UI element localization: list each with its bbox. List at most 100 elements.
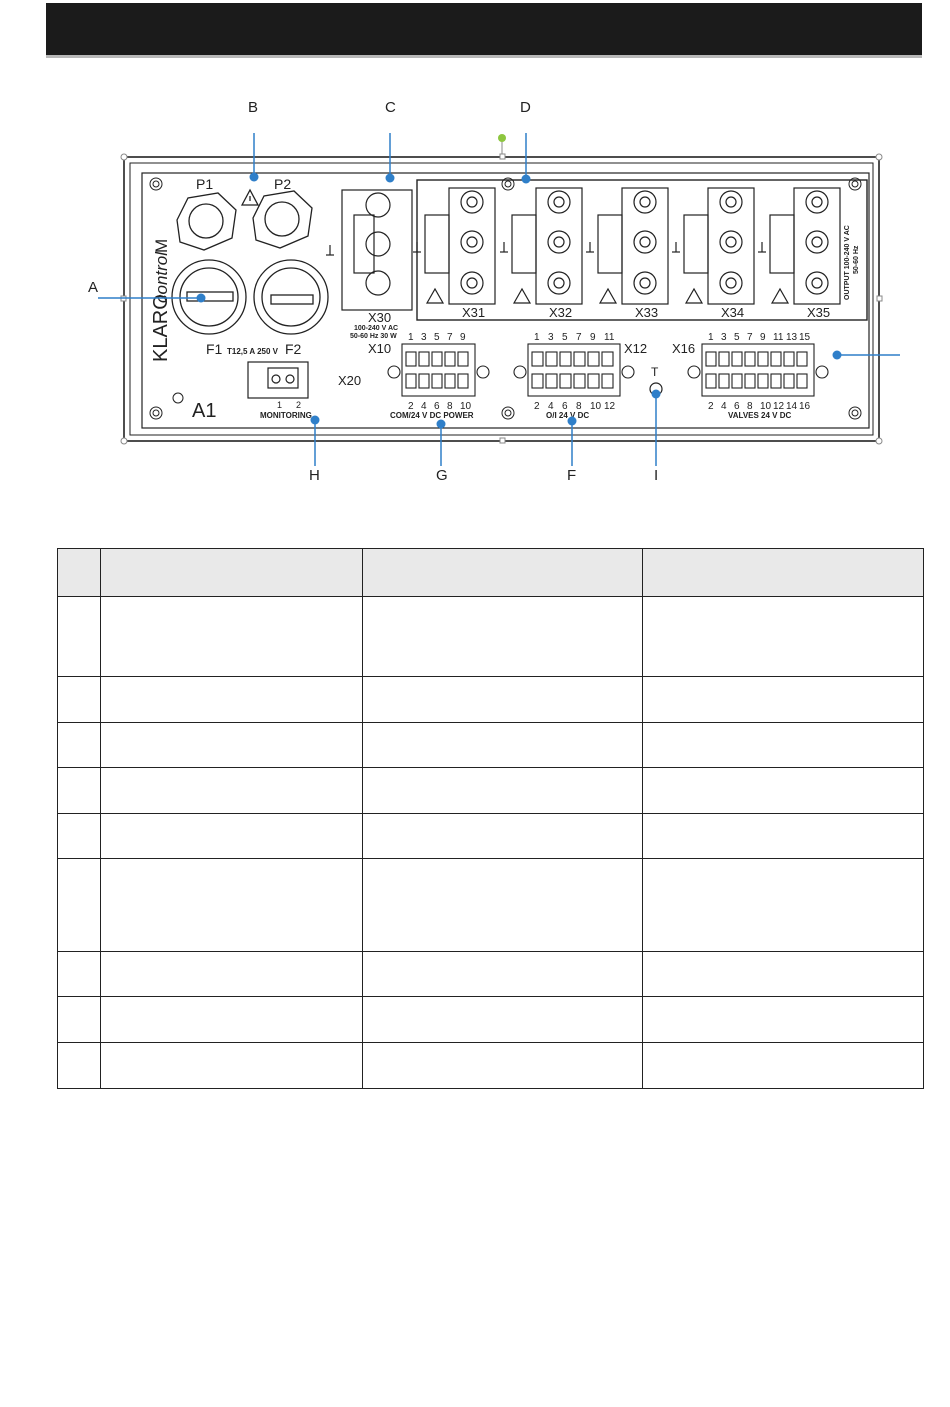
x20-pin-1: 1 <box>277 400 282 410</box>
table-cell <box>100 813 363 859</box>
x12-pin-slot-bottom <box>559 373 572 389</box>
cable-glands <box>176 188 313 251</box>
table-row <box>57 722 924 768</box>
table-cell <box>57 858 101 952</box>
handle-bl <box>120 437 128 445</box>
x16-pin-slot-top <box>718 351 730 367</box>
output-screw-inner <box>725 236 737 248</box>
table-row <box>57 813 924 859</box>
x12-pin-top-label: 3 <box>548 332 554 343</box>
x12-pin-top-label: 11 <box>604 332 615 343</box>
x12-mount-right <box>621 365 635 379</box>
control-panel-diagram: KLARO control M A1 P1 P2 F1 T12,5 A 250 … <box>88 99 900 484</box>
callout-label: C <box>385 99 396 116</box>
table-cell <box>57 813 101 859</box>
callout-label: B <box>248 99 258 116</box>
x12-pin-slot-top <box>573 351 586 367</box>
x16-pin-bottom-label: 2 <box>708 401 714 412</box>
x16-pin-bottom-label: 16 <box>799 401 811 412</box>
handle-tr <box>875 153 883 161</box>
output-label-x31: X31 <box>462 305 485 320</box>
screw-hole <box>848 406 862 420</box>
table-cell <box>100 951 363 997</box>
x12-pin-bottom-label: 8 <box>576 401 582 412</box>
x12-pin-slot-top <box>601 351 614 367</box>
callout-dot <box>310 415 320 425</box>
table-cell <box>642 596 924 677</box>
table-row <box>57 951 924 997</box>
x10-pin-top-label: 7 <box>447 332 453 343</box>
screw-hole <box>848 177 862 191</box>
x10-id: X10 <box>368 341 391 356</box>
x10-pin-slot-top <box>431 351 443 367</box>
output-latch <box>683 214 709 274</box>
output-latch <box>511 214 537 274</box>
output-screw-inner <box>639 196 651 208</box>
x12-id: X12 <box>624 341 647 356</box>
housing-inner <box>129 162 874 436</box>
fuse-f1-label: F1 <box>206 341 223 357</box>
x10-pin-top-label: 9 <box>460 332 466 343</box>
output-latch <box>769 214 795 274</box>
table-cell <box>362 813 643 859</box>
x16-pin-slot-top <box>783 351 795 367</box>
table-header-row <box>57 548 924 597</box>
callouts: ABCDEFGHI <box>88 99 900 484</box>
x16-mount-right <box>815 365 829 379</box>
table-cell <box>362 996 643 1043</box>
gland-p1-label: P1 <box>196 176 213 192</box>
table-cell <box>57 676 101 723</box>
x12-mount-left <box>513 365 527 379</box>
fuse-f1-cap <box>179 267 239 327</box>
table-cell <box>642 676 924 723</box>
table-row <box>57 596 924 677</box>
callout-dot <box>436 419 446 429</box>
output-screw-inner <box>725 277 737 289</box>
connector-x16 <box>687 343 829 397</box>
warning-icon <box>684 287 704 304</box>
connector-x20 <box>247 361 309 399</box>
x12-pin-slot-bottom <box>531 373 544 389</box>
x10-pin-top-label: 3 <box>421 332 427 343</box>
x12-pin-slot-top <box>531 351 544 367</box>
output-screw-inner <box>553 277 565 289</box>
x20-terminal <box>267 367 299 389</box>
output-housing <box>448 187 496 305</box>
x16-pin-slot-top <box>757 351 769 367</box>
table-cell <box>100 1042 363 1089</box>
output-connector-x33 <box>586 187 669 305</box>
output-label-x34: X34 <box>721 305 744 320</box>
callout-dot <box>385 173 395 183</box>
x20-label: MONITORING <box>260 411 312 420</box>
x12-pin-bottom-label: 12 <box>604 401 616 412</box>
table-cell <box>100 722 363 768</box>
x16-pin-bottom-label: 10 <box>760 401 772 412</box>
table-header-cell <box>57 548 101 597</box>
x12-pin-bottom-label: 10 <box>590 401 602 412</box>
spec-table <box>57 548 924 1089</box>
table-row <box>57 858 924 952</box>
output-label-x32: X32 <box>549 305 572 320</box>
x12-pin-slot-top <box>559 351 572 367</box>
callout-label: D <box>520 99 531 116</box>
x10-label: COM/24 V DC POWER <box>390 411 474 420</box>
output-screw <box>805 230 829 254</box>
output-spec-voltage: OUTPUT 100-240 V AC <box>844 225 851 300</box>
x30-screw-2 <box>365 231 391 257</box>
x16-pin-slot-bottom <box>705 373 717 389</box>
header-bar-edge <box>46 55 922 58</box>
output-screw <box>805 190 829 214</box>
x10-pin-bottom-label: 4 <box>421 401 427 412</box>
rotate-handle <box>498 134 506 142</box>
warning-icon <box>770 287 790 304</box>
output-housing <box>707 187 755 305</box>
x16-pin-top-label: 3 <box>721 332 727 343</box>
x16-pin-slot-bottom <box>757 373 769 389</box>
housing-outer <box>123 156 880 442</box>
output-screw <box>719 230 743 254</box>
connector-x12 <box>513 343 635 397</box>
x10-pin-slot-top <box>418 351 430 367</box>
callout-dot <box>521 174 531 184</box>
x16-pin-slot-top <box>744 351 756 367</box>
x10-mount-right <box>476 365 490 379</box>
